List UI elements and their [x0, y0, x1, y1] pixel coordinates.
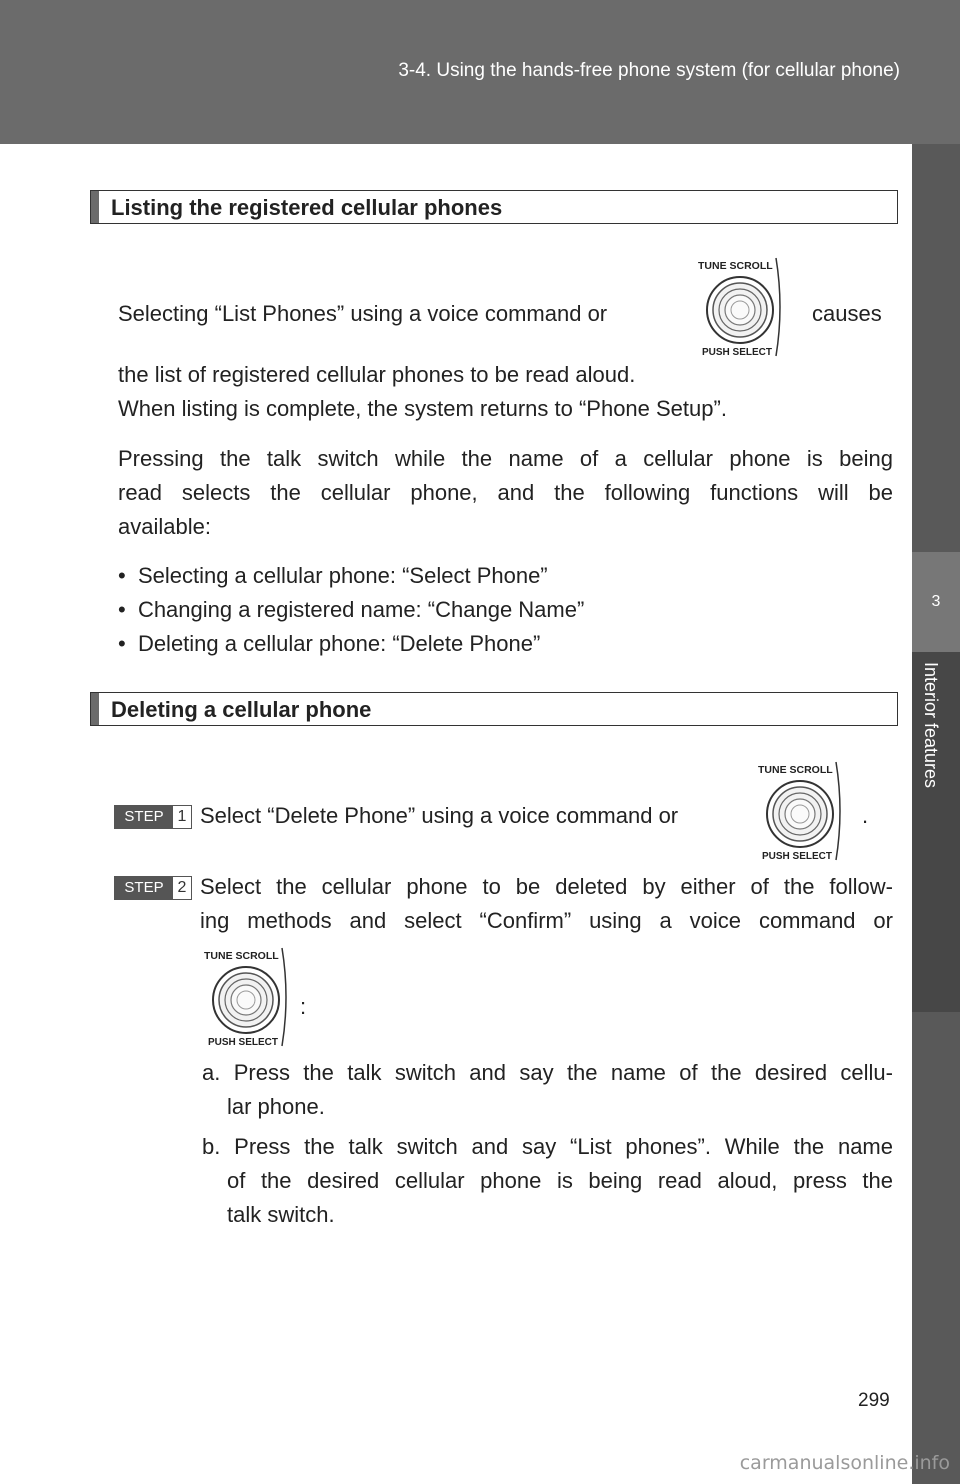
- option-a-line2: lar phone.: [227, 1094, 325, 1119]
- side-tab-number: 3: [912, 552, 960, 652]
- section-heading-text: Listing the registered cellular phones: [111, 195, 503, 220]
- knob-top-label: TUNE SCROLL: [758, 764, 833, 776]
- section1-line3: When listing is complete, the system ret…: [118, 396, 727, 421]
- step1-text: Select “Delete Phone” using a voice comm…: [200, 803, 679, 828]
- bullet-item: • Deleting a cellular phone: “Delete Pho…: [118, 631, 541, 656]
- knob-top-label: TUNE SCROLL: [698, 260, 773, 272]
- section1-line2: the list of registered cellular phones t…: [118, 362, 636, 387]
- option-a-line1: a. Press the talk switch and say the nam…: [202, 1060, 893, 1085]
- section-heading-text: Deleting a cellular phone: [111, 697, 372, 722]
- section-heading-listing: Listing the registered cellular phones: [90, 190, 898, 224]
- bullet-item: • Changing a registered name: “Change Na…: [118, 597, 585, 622]
- step2-line1: Select the cellular phone to be deleted …: [200, 874, 893, 899]
- knob-bottom-label: PUSH SELECT: [762, 851, 832, 862]
- side-tab-label: Interior features: [912, 652, 960, 1012]
- option-b-line3: talk switch.: [227, 1202, 335, 1227]
- bullet-item: • Selecting a cellular phone: “Select Ph…: [118, 563, 548, 588]
- step2-colon: :: [300, 994, 307, 1019]
- page-number: 299: [858, 1390, 890, 1411]
- section1-line1-pre: Selecting “List Phones” using a voice co…: [118, 301, 608, 326]
- knob-top-label: TUNE SCROLL: [204, 950, 279, 962]
- knob-bottom-label: PUSH SELECT: [208, 1037, 278, 1048]
- side-tab-label-text: Interior features: [921, 662, 941, 789]
- tune-scroll-knob-icon: TUNE SCROLL PUSH SELECT: [690, 254, 790, 365]
- tune-scroll-knob-icon: TUNE SCROLL PUSH SELECT: [750, 758, 850, 869]
- side-tab-top: [912, 144, 960, 552]
- side-tab-bottom: [912, 1012, 960, 1484]
- step2-line2: ing methods and select “Confirm” using a…: [200, 908, 893, 933]
- page-header: 3-4. Using the hands-free phone system (…: [0, 0, 960, 144]
- step1-end: .: [862, 803, 869, 828]
- tune-scroll-knob-icon: TUNE SCROLL PUSH SELECT: [196, 944, 296, 1055]
- watermark: carmanualsonline.info: [739, 1452, 950, 1474]
- section1-para-line3: available:: [118, 514, 211, 539]
- option-b-line1: b. Press the talk switch and say “List p…: [202, 1134, 893, 1159]
- option-b-line2: of the desired cellular phone is being r…: [227, 1168, 893, 1193]
- section1-line1-post: causes: [812, 301, 882, 326]
- knob-bottom-label: PUSH SELECT: [702, 347, 772, 358]
- section-heading-deleting: Deleting a cellular phone: [90, 692, 898, 726]
- section1-para-line2: read selects the cellular phone, and the…: [118, 480, 893, 505]
- section1-para-line1: Pressing the talk switch while the name …: [118, 446, 893, 471]
- chapter-title: 3-4. Using the hands-free phone system (…: [398, 60, 900, 81]
